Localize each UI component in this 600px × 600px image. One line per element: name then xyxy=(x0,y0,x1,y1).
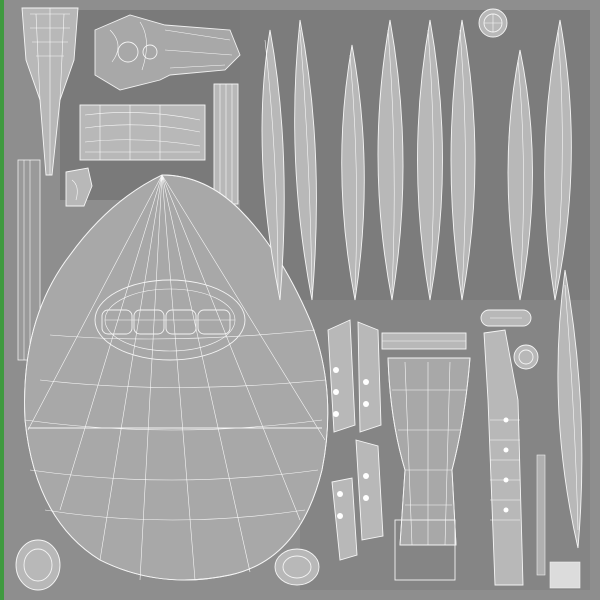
pegbox xyxy=(21,7,79,176)
staves-backdrop xyxy=(240,10,590,300)
bridge-block xyxy=(79,104,206,161)
right-rails xyxy=(536,454,581,589)
lute-body-bowl xyxy=(24,174,329,581)
sound-hole-rosette xyxy=(94,279,246,361)
body-staves xyxy=(261,19,583,549)
left-edge-strip xyxy=(0,0,4,600)
small-rosettes xyxy=(15,8,539,591)
neck-fingerboard xyxy=(381,309,532,586)
tuning-peg-strips xyxy=(327,319,384,561)
small-clip-piece xyxy=(65,167,93,207)
string-bars xyxy=(17,83,239,361)
headstock-carving xyxy=(94,14,241,91)
